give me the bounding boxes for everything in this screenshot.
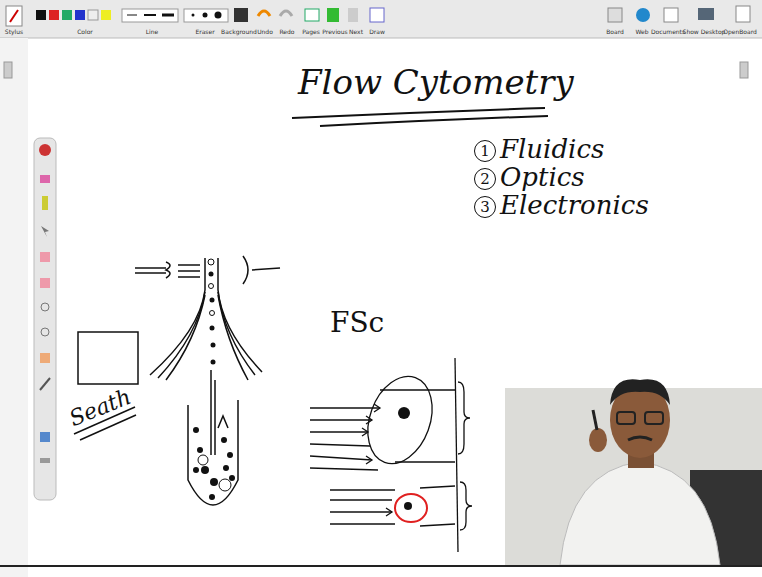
sample-tube <box>188 370 238 505</box>
toolbar-label: Stylus <box>5 28 23 35</box>
toolbar-label: Draw <box>369 28 385 35</box>
flow-nozzle <box>150 258 262 380</box>
toolbar-label: Redo <box>279 28 294 35</box>
toolbar-label: Previous <box>322 28 347 35</box>
list-item: Electronics <box>500 190 649 220</box>
toolbar-label: OpenBoard <box>723 28 757 35</box>
list-item: Optics <box>500 162 585 192</box>
toolbar-label: Show Desktop <box>683 28 726 35</box>
toolbar <box>0 0 762 38</box>
handwritten-note: Seath <box>66 384 135 431</box>
toolbar-label: Pages <box>302 28 320 35</box>
toolbar-label: Board <box>606 28 624 35</box>
toolbar-label: Documents <box>651 28 685 35</box>
toolbar-label: Eraser <box>195 28 214 35</box>
laser-source <box>135 256 280 284</box>
toolbar-label: Undo <box>257 28 273 35</box>
toolbar-label: Color <box>77 28 93 35</box>
toolbar-label: Line <box>146 28 159 35</box>
labelled-cell <box>395 494 427 522</box>
callout-number: 1 <box>474 140 496 162</box>
cells-in-stream <box>208 259 216 365</box>
tool-strip <box>34 138 56 500</box>
list-item: Fluidics <box>500 134 604 164</box>
toolbar-label: Next <box>349 28 363 35</box>
sketch-box <box>78 332 138 384</box>
scatter-label: FSc <box>330 306 384 339</box>
toolbar-label: Web <box>635 28 648 35</box>
callout-number: 3 <box>474 196 496 218</box>
lecturer-video <box>0 379 762 566</box>
toolbar-label: Background <box>221 28 257 35</box>
title: Flow Cytometry <box>298 62 574 102</box>
callout-number: 2 <box>474 168 496 190</box>
forward-scatter <box>310 358 472 552</box>
toolbar-icons <box>6 6 750 26</box>
